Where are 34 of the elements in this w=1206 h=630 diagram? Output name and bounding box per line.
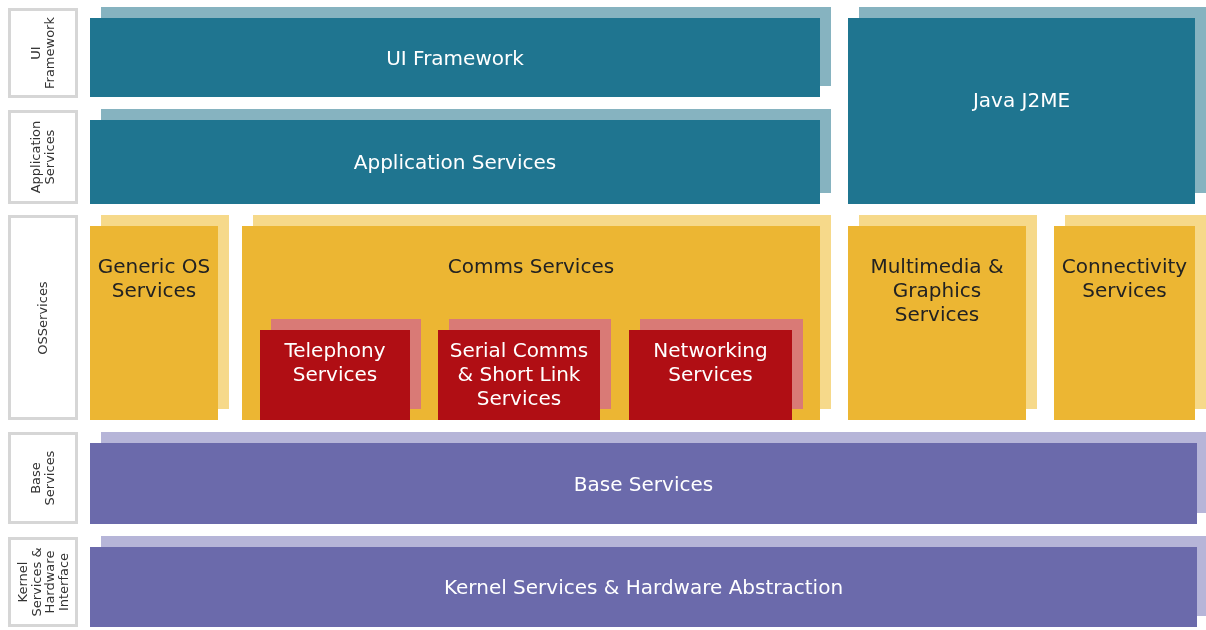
service-block <box>848 18 1195 204</box>
layer-name: Application Services <box>29 119 57 196</box>
block-title: Base Services <box>572 471 715 496</box>
layer-label-box <box>8 215 78 420</box>
service-block <box>90 547 1197 627</box>
block-title: Multimedia & Graphics Services <box>869 254 1005 326</box>
sub-service-block <box>260 330 410 420</box>
block-title: Java J2ME <box>971 88 1072 112</box>
block-title: Comms Services <box>446 254 616 278</box>
sub-service-block <box>629 330 792 420</box>
service-block <box>90 18 820 97</box>
layer-name: UI Framework <box>29 16 57 91</box>
service-block <box>90 226 218 420</box>
layer-name: OSServices <box>36 279 50 357</box>
block-title: Generic OS Services <box>96 254 212 302</box>
block-title: Networking Services <box>652 338 769 386</box>
sub-service-block <box>438 330 600 420</box>
service-block <box>848 226 1026 420</box>
layer-label-box <box>8 432 78 524</box>
block-title: Telephony Services <box>283 338 387 386</box>
block-title: Application Services <box>352 150 558 174</box>
service-block <box>90 443 1197 524</box>
layer-label-box <box>8 537 78 627</box>
layer-label-box <box>8 110 78 204</box>
block-title: Kernel Services & Hardware Abstraction <box>442 575 845 599</box>
block-title: Serial Comms & Short Link Services <box>448 338 590 410</box>
layer-name: Kernel Services & Hardware Interface <box>15 546 71 619</box>
service-block <box>242 226 820 420</box>
layer-name: Base Services <box>29 449 57 508</box>
service-block <box>1054 226 1195 420</box>
block-title: Connectivity Services <box>1060 254 1189 302</box>
layer-label-box <box>8 8 78 98</box>
service-block <box>90 120 820 204</box>
block-title: UI Framework <box>385 45 525 70</box>
